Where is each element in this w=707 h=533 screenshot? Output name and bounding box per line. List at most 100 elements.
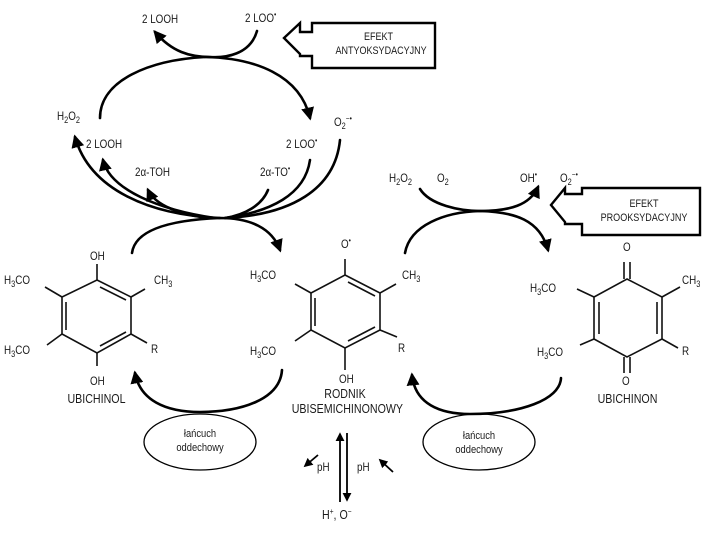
prooxidant-line1: EFEKT xyxy=(629,198,659,210)
sup: −• xyxy=(571,170,578,179)
label-to-radical: 2α-TO• xyxy=(260,164,291,180)
semiquinone-name-line2: UBISEMICHINONOWY xyxy=(291,401,404,416)
o-text: O xyxy=(437,171,445,185)
label-h2o2-right: H2O2 xyxy=(389,171,412,187)
radical-dot: • xyxy=(534,170,538,179)
h: H xyxy=(530,281,538,295)
loo-text: 2 LOO xyxy=(286,137,315,151)
h-text: H xyxy=(57,109,65,123)
o-text: , O xyxy=(333,507,348,522)
ubiquinone-top-o: O xyxy=(623,240,631,254)
ubiquinol-bottom-oh: OH xyxy=(90,374,105,388)
ch: CH xyxy=(402,268,417,282)
semiquinone-r-group: R xyxy=(398,341,406,355)
co: CO xyxy=(541,281,556,295)
semiquinone-top-o: O• xyxy=(341,236,351,252)
sup: −• xyxy=(345,114,352,123)
respiratory-chain-right-line1: łańcuch xyxy=(462,430,496,442)
antioxidant-effect-label: EFEKT ANTYOKSYDACYJNY xyxy=(335,30,427,58)
ubiquinone-ring xyxy=(576,262,681,373)
prooxidant-effect-label: EFEKT PROOKSYDACYJNY xyxy=(600,197,689,225)
arrow-ubiquinone-to-semiquinone xyxy=(406,372,563,416)
respiratory-chain-left-line2: oddechowy xyxy=(176,442,224,454)
h-text: H xyxy=(389,171,397,185)
co: CO xyxy=(15,273,30,287)
o-text: O xyxy=(341,237,349,251)
respiratory-chain-ellipse-right xyxy=(422,413,536,471)
o-text: O xyxy=(334,115,342,129)
ubiquinol-methyl: CH3 xyxy=(154,273,172,289)
sub: 3 xyxy=(11,349,16,359)
arrow-h2o2-to-oh xyxy=(418,184,540,213)
h: H xyxy=(4,343,12,357)
arrow-semiquinone-to-ubiquinol xyxy=(130,368,284,414)
antioxidant-line2: ANTYOKSYDACYJNY xyxy=(335,45,427,57)
respiratory-chain-label-right: łańcuch oddechowy xyxy=(445,429,513,457)
ubiquinone-methoxy-top: H3CO xyxy=(530,281,556,297)
sub: 3 xyxy=(544,351,549,361)
ubiquinone-r-group: R xyxy=(682,344,690,358)
co: CO xyxy=(548,345,563,359)
arrow-to-looh-mid xyxy=(99,157,217,220)
minus: − xyxy=(347,507,352,516)
sub: 2 xyxy=(341,121,346,131)
co: CO xyxy=(261,344,276,358)
antioxidant-line1: EFEKT xyxy=(363,31,394,43)
radical-dot: • xyxy=(348,236,351,245)
label-equilibrium-products: H+, O− xyxy=(322,508,352,522)
respiratory-chain-label-left: łańcuch oddechowy xyxy=(166,427,234,455)
sub: 3 xyxy=(537,287,542,297)
arrow-to-toh xyxy=(146,187,212,220)
sub: 3 xyxy=(11,279,16,289)
o-text: O xyxy=(560,171,568,185)
label-ph-right: pH xyxy=(357,460,370,474)
sub: 2 xyxy=(75,115,80,125)
semiquinone-methyl: CH3 xyxy=(402,268,421,284)
semiquinone-name: RODNIK UBISEMICHINONOWY xyxy=(291,386,404,416)
ph-arrow-left xyxy=(303,454,319,468)
arrow-loo-to-looh-top xyxy=(153,29,259,59)
ph-arrow-right xyxy=(378,458,394,473)
ubiquinone-methoxy-bottom: H3CO xyxy=(537,345,563,361)
arrow-from-to xyxy=(223,188,270,220)
sub: 3 xyxy=(257,350,262,360)
respiratory-chain-ellipse-left xyxy=(143,413,257,471)
arrow-semiquinone-to-ubiquinone xyxy=(403,209,552,255)
o-text: O xyxy=(400,171,408,185)
radical-dot: • xyxy=(314,136,318,145)
ubiquinone-name: UBICHINON xyxy=(597,391,658,406)
label-looh-mid: 2 LOOH xyxy=(86,137,123,151)
semiquinone-methoxy-bottom: H3CO xyxy=(250,344,276,360)
respiratory-chain-right-line2: oddechowy xyxy=(455,444,503,456)
loo-text: 2 LOO xyxy=(245,11,274,25)
sub: 3 xyxy=(416,274,421,284)
h: H xyxy=(250,268,258,282)
semiquinone-methoxy-top: H3CO xyxy=(250,268,276,284)
label-oh-radical: OH• xyxy=(520,170,538,186)
label-looh-top: 2 LOOH xyxy=(142,12,179,26)
prooxidant-effect-box xyxy=(549,184,702,237)
sub: 3 xyxy=(696,279,701,289)
co: CO xyxy=(15,343,30,357)
ubiquinol-methoxy-bottom: H3CO xyxy=(4,343,30,359)
o-text: O xyxy=(68,109,76,123)
sub: 2 xyxy=(396,177,401,187)
ubiquinol-ring xyxy=(44,264,148,366)
label-loo-radical-mid: 2 LOO• xyxy=(286,136,318,152)
antioxidant-effect-box xyxy=(282,20,437,70)
ch: CH xyxy=(682,273,697,287)
label-ph-left: pH xyxy=(317,460,330,474)
arrow-big-loop-left xyxy=(98,55,207,120)
label-superoxide-left: O2−• xyxy=(334,114,352,131)
h: H xyxy=(4,273,12,287)
prooxidant-line2: PROOKSYDACYJNY xyxy=(600,212,688,224)
label-h2o2-left: H2O2 xyxy=(57,109,80,125)
semiquinone-bottom-oh: OH xyxy=(339,372,354,386)
radical-dot: • xyxy=(287,164,291,173)
h: H xyxy=(250,344,258,358)
h: H xyxy=(537,345,545,359)
arrow-big-loop-right xyxy=(203,55,314,121)
radical-dot: • xyxy=(273,10,277,19)
ubiquinol-top-oh: OH xyxy=(90,249,105,263)
